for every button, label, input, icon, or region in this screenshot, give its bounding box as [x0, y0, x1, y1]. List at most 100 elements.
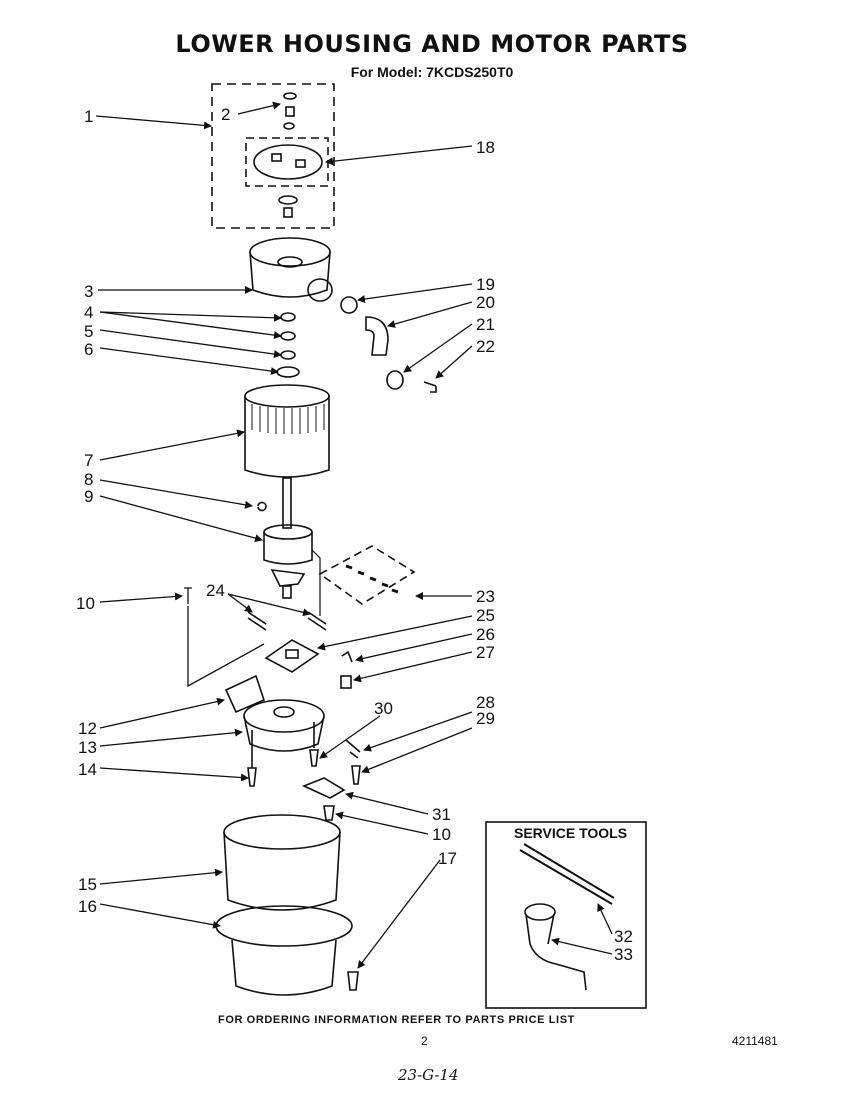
callout-10: 10	[76, 594, 95, 613]
part-gasket-19	[340, 296, 358, 314]
part-washer-2	[285, 106, 295, 117]
ordering-note: FOR ORDERING INFORMATION REFER TO PARTS …	[218, 1014, 575, 1026]
part-bolt-24a	[247, 611, 267, 631]
callout-22: 22	[476, 337, 495, 356]
document-number: 4211481	[732, 1034, 778, 1048]
part-end-bell-13	[243, 699, 325, 733]
part-shaft-lower	[282, 585, 292, 599]
part-screw-10	[184, 587, 265, 688]
callout-16: 16	[78, 897, 97, 916]
part-base-ring-16	[215, 905, 353, 947]
callout-20: 20	[476, 293, 495, 312]
part-washer-5	[280, 331, 296, 341]
part-terminal-27	[340, 675, 352, 689]
part-washer-small	[283, 122, 295, 130]
part-rotor-fan	[270, 569, 306, 587]
service-tools-title: SERVICE TOOLS	[514, 825, 627, 841]
part-upper-housing-3	[249, 251, 331, 298]
page-number: 2	[421, 1034, 428, 1048]
callout-8: 8	[84, 470, 93, 489]
part-bolt-24b	[307, 611, 327, 631]
part-clip-8	[257, 501, 267, 512]
part-washer-4	[280, 312, 296, 322]
part-kit-items	[345, 564, 399, 594]
callout-9: 9	[84, 487, 93, 506]
part-housing-hub	[277, 256, 303, 268]
part-spring-26	[341, 650, 353, 663]
part-screw-22	[423, 381, 437, 393]
part-stator-top	[244, 384, 330, 408]
callout-3: 3	[84, 282, 93, 301]
part-switch-body	[285, 649, 299, 659]
part-bracket-31	[301, 777, 346, 799]
callout-24: 24	[206, 581, 225, 600]
part-nut-lower	[283, 207, 293, 218]
callout-21: 21	[476, 315, 495, 334]
callout-30: 30	[374, 699, 393, 718]
callout-15: 15	[78, 875, 97, 894]
assembly-box-1	[211, 83, 335, 229]
part-lower-housing-top	[223, 814, 341, 850]
part-lug-a	[271, 153, 282, 162]
part-screw-29	[351, 765, 361, 785]
part-inlet	[307, 278, 333, 302]
part-base-16	[231, 939, 337, 996]
callout-18: 18	[476, 138, 495, 157]
part-end-bell-body	[243, 715, 325, 752]
callout-5: 5	[84, 322, 93, 341]
part-switch-plate-25	[264, 639, 320, 673]
part-capacitor-12	[224, 674, 265, 714]
part-upper-housing-rim	[249, 237, 331, 267]
part-lower-housing-15	[223, 831, 341, 911]
part-nut-2	[283, 92, 297, 100]
part-elbow-20	[365, 316, 389, 356]
callout-2: 2	[221, 105, 230, 124]
callout-32: 32	[614, 927, 633, 946]
part-screw-17	[347, 971, 359, 991]
part-rotor-9	[263, 532, 313, 565]
leader-lines	[95, 101, 613, 969]
part-screw-30	[309, 722, 319, 767]
part-bolt-14	[247, 730, 257, 787]
part-rotor-top	[263, 524, 313, 540]
service-tools-box	[485, 821, 647, 1009]
callout-25: 25	[476, 606, 495, 625]
part-turntable-18	[253, 144, 323, 180]
callout-33: 33	[614, 945, 633, 964]
callout-1: 1	[84, 107, 93, 126]
callout-6: 6	[84, 340, 93, 359]
tool-wrench-32	[519, 843, 615, 905]
handwritten-note: 23-G-14	[398, 1066, 459, 1084]
tool-socket-top	[524, 903, 556, 921]
part-seal-6	[276, 366, 300, 378]
callout-26: 26	[476, 625, 495, 644]
callout-23: 23	[476, 587, 495, 606]
callout-29: 29	[476, 709, 495, 728]
part-washer-6	[280, 350, 296, 360]
page-title: LOWER HOUSING AND MOTOR PARTS	[175, 30, 689, 58]
part-shaft-9	[282, 477, 292, 529]
part-stator-windings	[251, 404, 325, 434]
callout-12: 12	[78, 719, 97, 738]
callout-14: 14	[78, 760, 97, 779]
callout-27: 27	[476, 643, 495, 662]
part-lug-b	[295, 159, 306, 168]
part-clip-28	[345, 739, 361, 759]
model-subtitle: For Model: 7KCDS250T0	[350, 64, 514, 80]
tool-socket-33	[525, 913, 587, 991]
part-flange-21	[386, 370, 404, 390]
callout-19: 19	[476, 275, 495, 294]
part-washer-lower	[278, 195, 298, 205]
callout-28: 28	[476, 693, 495, 712]
part-kit-box-23	[318, 545, 416, 605]
callout-13: 13	[78, 738, 97, 757]
callout-7: 7	[84, 451, 93, 470]
callout-31: 31	[432, 805, 451, 824]
callout-10b: 10	[432, 825, 451, 844]
callout-17: 17	[438, 849, 457, 868]
callout-labels: 1 2 18 3 19 20 4 21 5 22 6 7 8 9 10 24 2…	[76, 105, 633, 964]
part-screw-10b	[323, 805, 335, 821]
callout-4: 4	[84, 303, 93, 322]
wire-lead	[311, 549, 321, 616]
